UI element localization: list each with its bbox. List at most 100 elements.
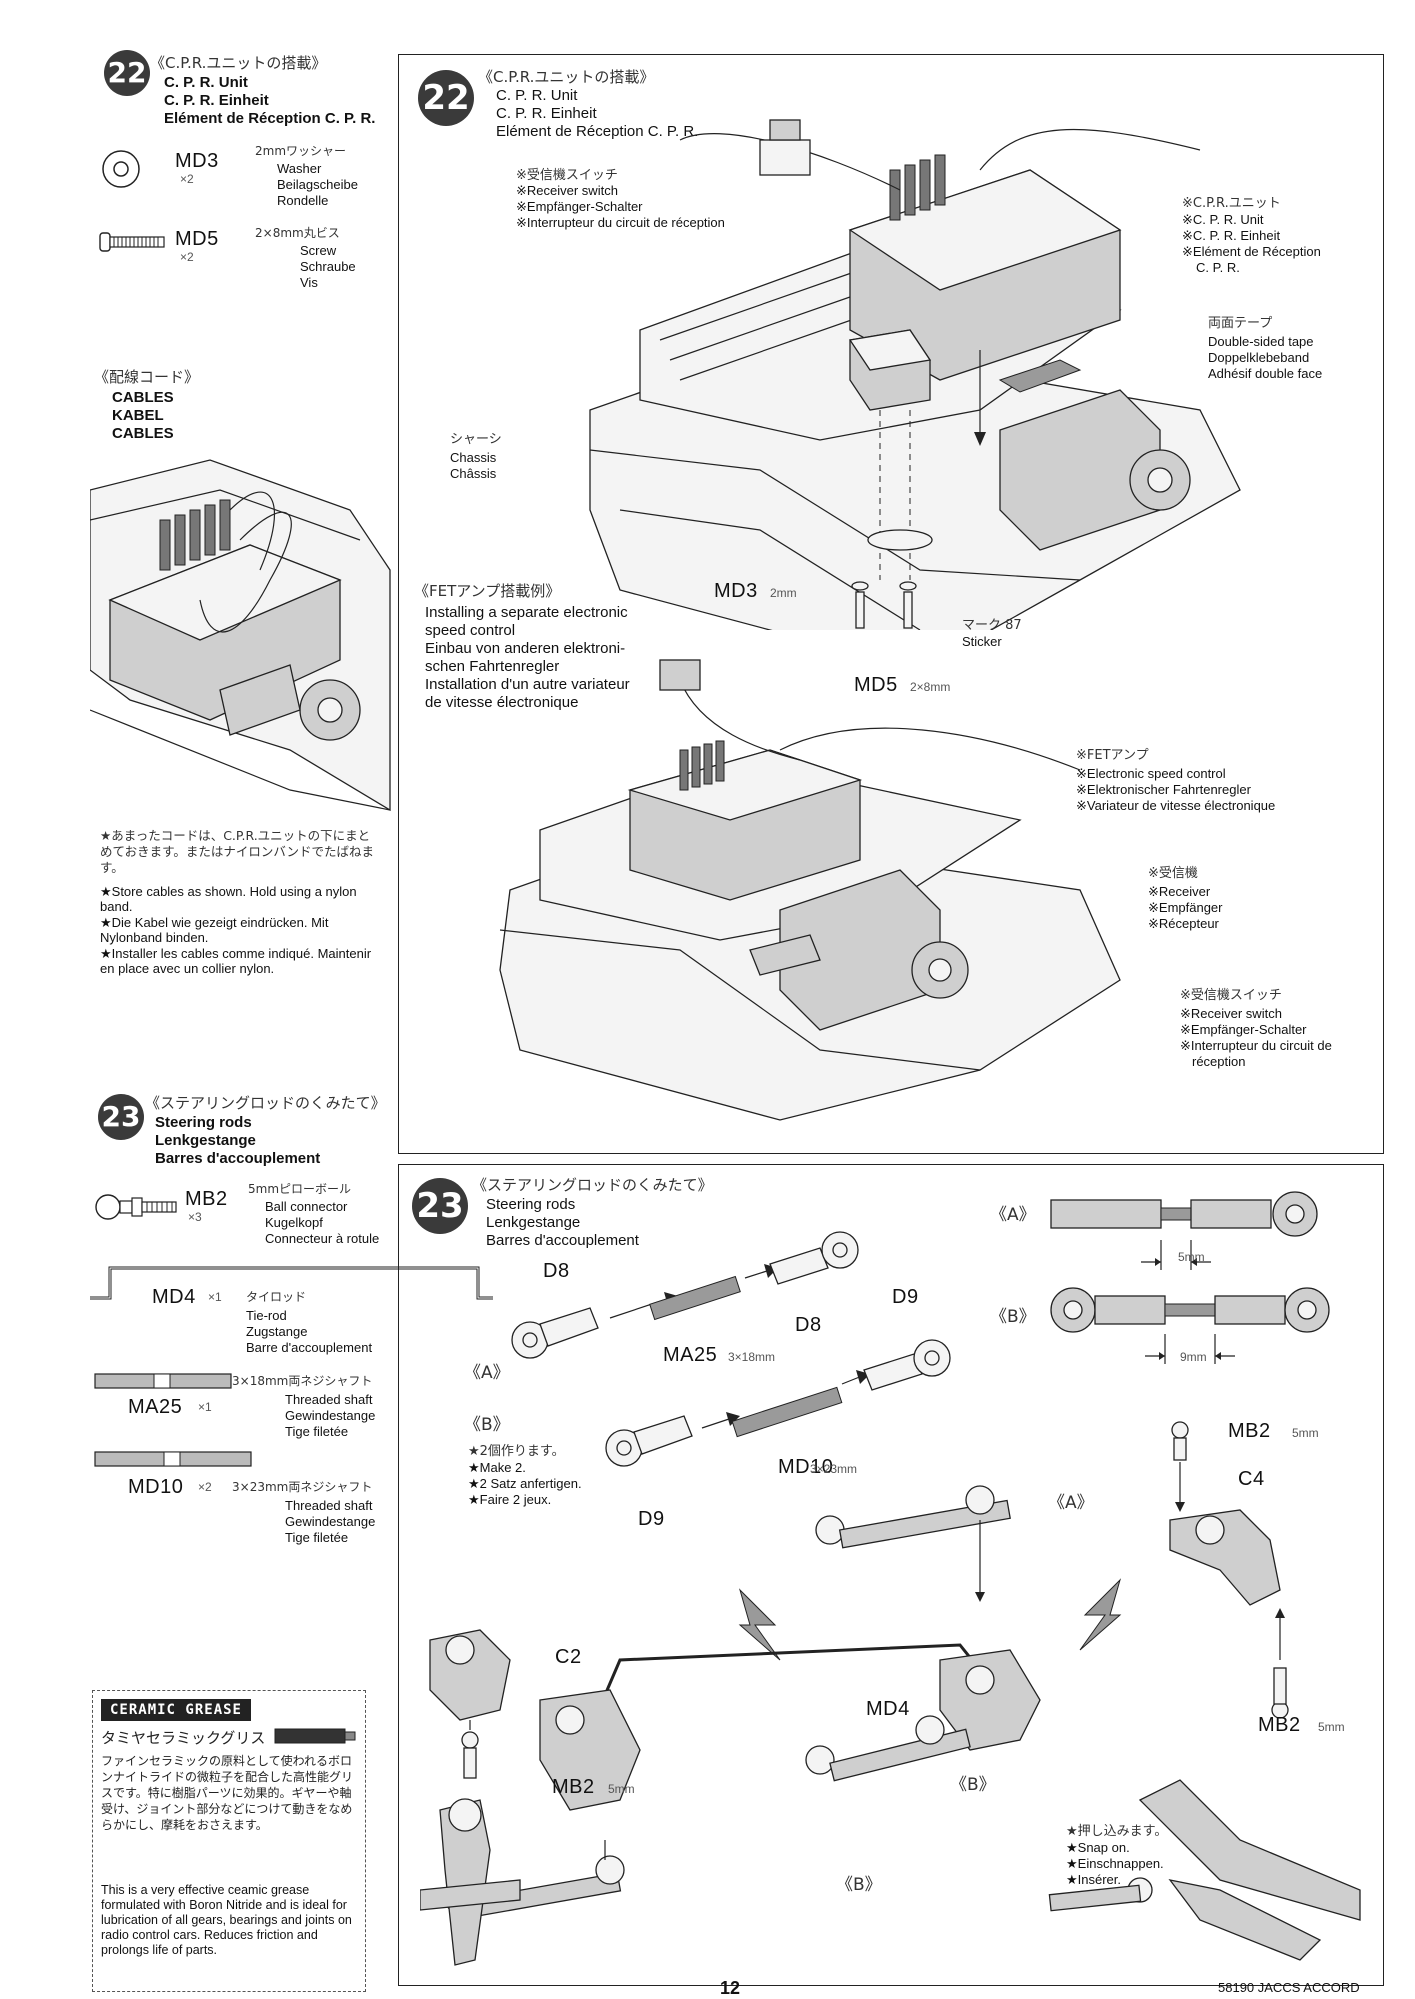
receiver-switch-label-jp: ※受信機スイッチ xyxy=(516,168,618,183)
fet-amp-label-fr: ※Variateur de vitesse électronique xyxy=(1076,798,1276,813)
cpr-unit-label-jp: ※C.P.R.ユニット xyxy=(1182,196,1281,211)
part-md3-code: MD3 xyxy=(175,150,219,172)
part-md5-code: MD5 xyxy=(175,228,219,250)
fet-line-3: Einbau von anderen elektroni- xyxy=(425,640,626,657)
snap-de: ★Einschnappen. xyxy=(1066,1856,1164,1871)
fet-amp-label-en: ※Electronic speed control xyxy=(1076,766,1226,781)
label-c2: C2 xyxy=(555,1646,582,1668)
part-ma25-en: Threaded shaft xyxy=(285,1392,373,1407)
receiver-switch2-label-fr2: réception xyxy=(1192,1054,1246,1069)
panel23-title-fr: Barres d'accouplement xyxy=(486,1232,639,1249)
part-md10-size: 3×23mm両ネジシャフト xyxy=(232,1480,373,1494)
part-md3-en: Washer xyxy=(277,161,322,176)
chassis-label-fr: Châssis xyxy=(450,466,497,481)
rod-a-exploded-illustration xyxy=(511,1231,859,1359)
label-mb2-left-size: 5mm xyxy=(608,1782,635,1796)
fet-title-jp: 《FETアンプ搭載例》 xyxy=(414,582,561,600)
panel22-title-jp: 《C.P.R.ユニットの搭載》 xyxy=(478,68,655,86)
label-md4: MD4 xyxy=(866,1698,910,1720)
receiver-switch2-label-en: ※Receiver switch xyxy=(1180,1006,1282,1021)
receiver-label-en: ※Receiver xyxy=(1148,884,1211,899)
page-number: 12 xyxy=(720,1978,741,1998)
label-mb2-top-size: 5mm xyxy=(1292,1426,1319,1440)
part-md5-de: Schraube xyxy=(300,259,356,274)
step-23-title-fr: Barres d'accouplement xyxy=(155,1150,321,1167)
label-mb2-left: MB2 xyxy=(552,1776,595,1798)
label-c4: C4 xyxy=(1238,1468,1265,1490)
step-23-panel xyxy=(398,1164,1384,1986)
part-md3-de: Beilagscheibe xyxy=(277,177,358,192)
receiver-switch-label-de: ※Empfänger-Schalter xyxy=(516,199,643,214)
part-mb2-en: Ball connector xyxy=(265,1199,348,1214)
receiver-switch2-label-de: ※Empfänger-Schalter xyxy=(1180,1022,1307,1037)
part-md10-code: MD10 xyxy=(128,1476,184,1498)
part-md10-fr: Tige filetée xyxy=(285,1530,349,1545)
cables-illustration xyxy=(90,459,391,812)
step-22-badge: 22 xyxy=(104,50,150,96)
receiver-label-de: ※Empfänger xyxy=(1148,900,1223,915)
receiver-switch2-label-jp: ※受信機スイッチ xyxy=(1180,988,1282,1003)
step-23-panel-badge: 23 xyxy=(412,1178,468,1234)
panel23-title-jp: 《ステアリングロッドのくみたて》 xyxy=(472,1176,713,1194)
rod-b-assembled-illustration xyxy=(1050,1287,1330,1364)
ceramic-grease-box: CERAMIC GREASE タミヤセラミックグリス ファインセラミックの原料と… xyxy=(92,1690,366,1992)
panel22-md3-label: MD3 xyxy=(714,580,758,602)
part-md3-size: 2mmワッシャー xyxy=(255,144,347,158)
make2-en: ★Make 2. xyxy=(468,1460,526,1475)
step-22-title-de: C. P. R. Einheit xyxy=(164,92,269,109)
panel22-title-en: C. P. R. Unit xyxy=(496,87,578,104)
fet-line-4: schen Fahrtenregler xyxy=(425,658,560,675)
part-md5-en: Screw xyxy=(300,243,337,258)
part-md10-qty: ×2 xyxy=(198,1480,212,1494)
rod-b-exploded-illustration xyxy=(605,1339,951,1467)
washer-icon xyxy=(102,150,140,188)
ceramic-grease-text-en: This is a very effective ceamic grease f… xyxy=(101,1883,352,1957)
grease-tube-icon xyxy=(274,1728,356,1744)
part-mb2-code: MB2 xyxy=(185,1188,228,1210)
chassis-label-en: Chassis xyxy=(450,450,497,465)
ceramic-grease-title-jp: タミヤセラミックグリス xyxy=(101,1729,266,1747)
make2-fr: ★Faire 2 jeux. xyxy=(468,1492,552,1507)
label-mb2-top: MB2 xyxy=(1228,1420,1271,1442)
panel23-title-de: Lenkgestange xyxy=(486,1214,581,1231)
part-md3-fr: Rondelle xyxy=(277,193,329,208)
step-23-title-en: Steering rods xyxy=(155,1114,252,1131)
label-mb2-right-size: 5mm xyxy=(1318,1720,1345,1734)
receiver-label-jp: ※受信機 xyxy=(1148,866,1198,881)
snap-jp: ★押し込みます。 xyxy=(1066,1824,1168,1839)
part-md4-fr: Barre d'accouplement xyxy=(246,1340,373,1355)
part-md3-qty: ×2 xyxy=(180,172,194,186)
fet-line-1: Installing a separate electronic xyxy=(425,604,628,621)
part-md5-qty: ×2 xyxy=(180,250,194,264)
label-a-1: 《A》 xyxy=(464,1363,510,1383)
part-ma25-code: MA25 xyxy=(128,1396,183,1418)
label-ma25-size: 3×18mm xyxy=(728,1350,776,1364)
panel22-md3-size: 2mm xyxy=(770,586,797,600)
step-23-title-de: Lenkgestange xyxy=(155,1132,256,1149)
ball-connector-icon xyxy=(95,1194,177,1220)
chassis-label-jp: シャーシ xyxy=(450,432,502,447)
chassis-cpr-illustration xyxy=(589,119,1241,630)
threaded-shaft-short-icon xyxy=(94,1373,232,1389)
step-22-title-fr: Elément de Réception C. P. R. xyxy=(164,110,376,127)
step-22-title-jp: 《C.P.R.ユニットの搭載》 xyxy=(150,54,327,72)
label-b-3: 《B》 xyxy=(950,1775,996,1795)
ceramic-grease-logo: CERAMIC GREASE xyxy=(101,1699,251,1721)
cables-note-jp: ★あまったコードは、C.P.R.ユニットの下にまとめておきます。またはナイロンバ… xyxy=(100,828,375,875)
part-md4-size: タイロッド xyxy=(246,1290,307,1304)
part-md4-code: MD4 xyxy=(152,1286,196,1308)
cables-note-en: ★Store cables as shown. Hold using a nyl… xyxy=(100,884,357,914)
cpr-unit-label-en: ※C. P. R. Unit xyxy=(1182,212,1264,227)
step-22-panel xyxy=(398,54,1384,1154)
part-md5-size: 2×8mm丸ビス xyxy=(255,226,340,240)
cables-title-en: CABLES xyxy=(112,389,174,406)
label-d8-right: D8 xyxy=(795,1314,822,1336)
receiver-switch2-label-fr: ※Interrupteur du circuit de xyxy=(1180,1038,1332,1053)
part-md4-en: Tie-rod xyxy=(246,1308,287,1323)
part-ma25-size: 3×18mm両ネジシャフト xyxy=(232,1374,373,1388)
panel22-md5-label: MD5 xyxy=(854,674,898,696)
label-b-2: 《B》 xyxy=(990,1307,1036,1327)
tape-label-jp: 両面テープ xyxy=(1208,316,1273,331)
part-mb2-size: 5mmピローボール xyxy=(248,1182,352,1196)
fet-line-5: Installation d'un autre variateur xyxy=(425,676,630,693)
